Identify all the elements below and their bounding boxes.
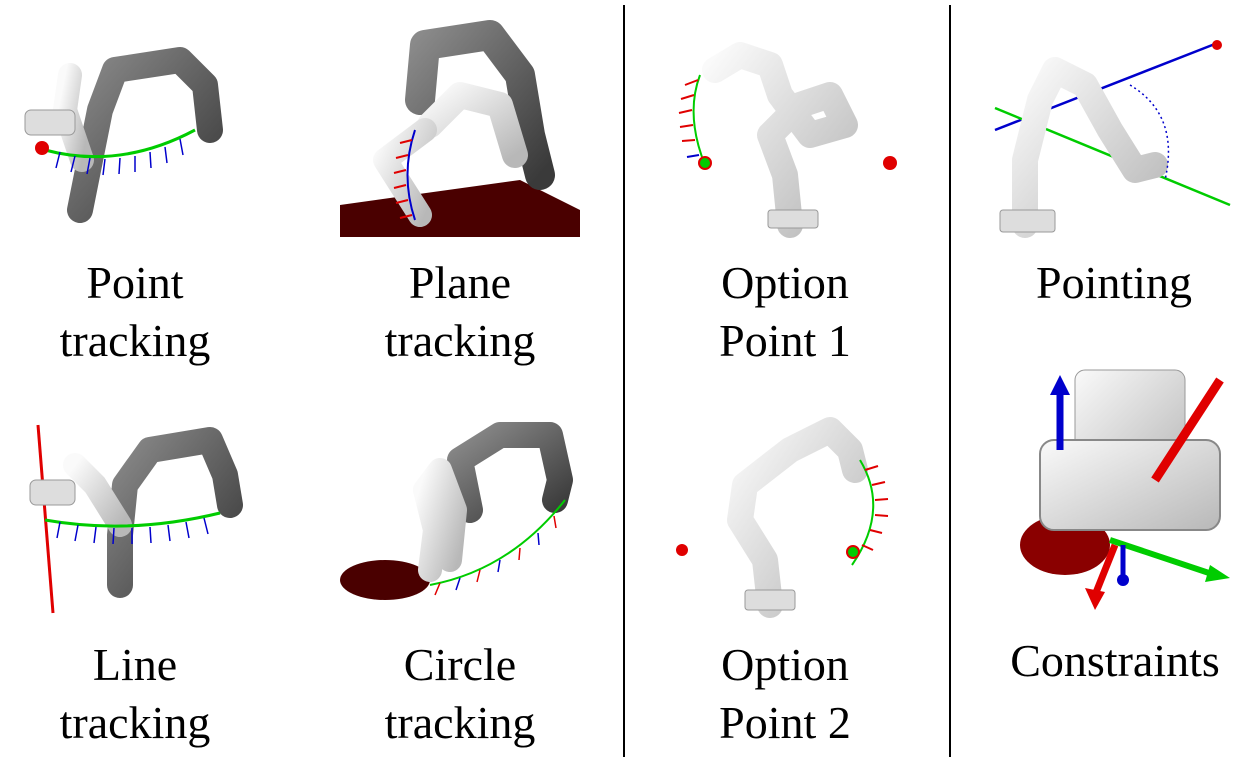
circle-tracking-image [340,422,573,600]
circle-surface [340,560,430,600]
trajectory [406,129,416,221]
divider-left [623,5,625,757]
start-point [846,545,860,559]
robot-light-arm [413,458,467,582]
gripper [29,479,76,506]
robot-dark-arm [67,47,223,223]
trajectory [44,511,221,528]
robot-base [999,209,1056,233]
plane-tracking-image [340,20,580,237]
trajectory-frames [861,465,889,551]
target-point [883,156,897,170]
target-point [676,544,688,556]
trajectory-frames [56,517,209,545]
robot-light-arm [702,42,858,238]
robot-light-arm [1012,57,1168,238]
axis-red-arrow [1151,377,1224,483]
trajectory-frames [393,139,413,219]
target-point [1212,40,1222,50]
axis-red-arrow-down [1091,543,1119,597]
trajectory [429,499,566,586]
target-point [35,141,49,155]
robot-light-arm [727,417,868,618]
robot-light-arm [63,453,132,537]
robot-light-arm [417,82,528,168]
robot-base [744,589,796,611]
robot-dark-arm [405,20,555,190]
plane-surface [340,180,580,237]
trajectory-frames [55,138,184,176]
divider-right [949,5,951,757]
trajectory [1129,84,1170,181]
option-point-1-image [678,42,897,238]
gripper-body [1039,439,1221,531]
line-tracking-image [29,424,243,614]
gripper [24,109,76,136]
robot-dark-arm [447,422,573,523]
start-point [698,156,712,170]
trajectory-frames [678,79,700,158]
option-point-2-image [676,417,889,618]
robot-dark-arm [107,427,243,598]
constraints-image [1020,369,1230,610]
robot-base [767,209,819,229]
pointing-image [994,40,1231,238]
trajectory [692,74,706,166]
trajectory [44,128,196,159]
caption-pointing: Pointing [1036,257,1192,308]
point-tracking-image [24,47,223,223]
axis-green-arrow [1109,537,1216,578]
trajectory-frames [434,515,557,596]
caption-constraints: Constraints [1010,635,1220,686]
